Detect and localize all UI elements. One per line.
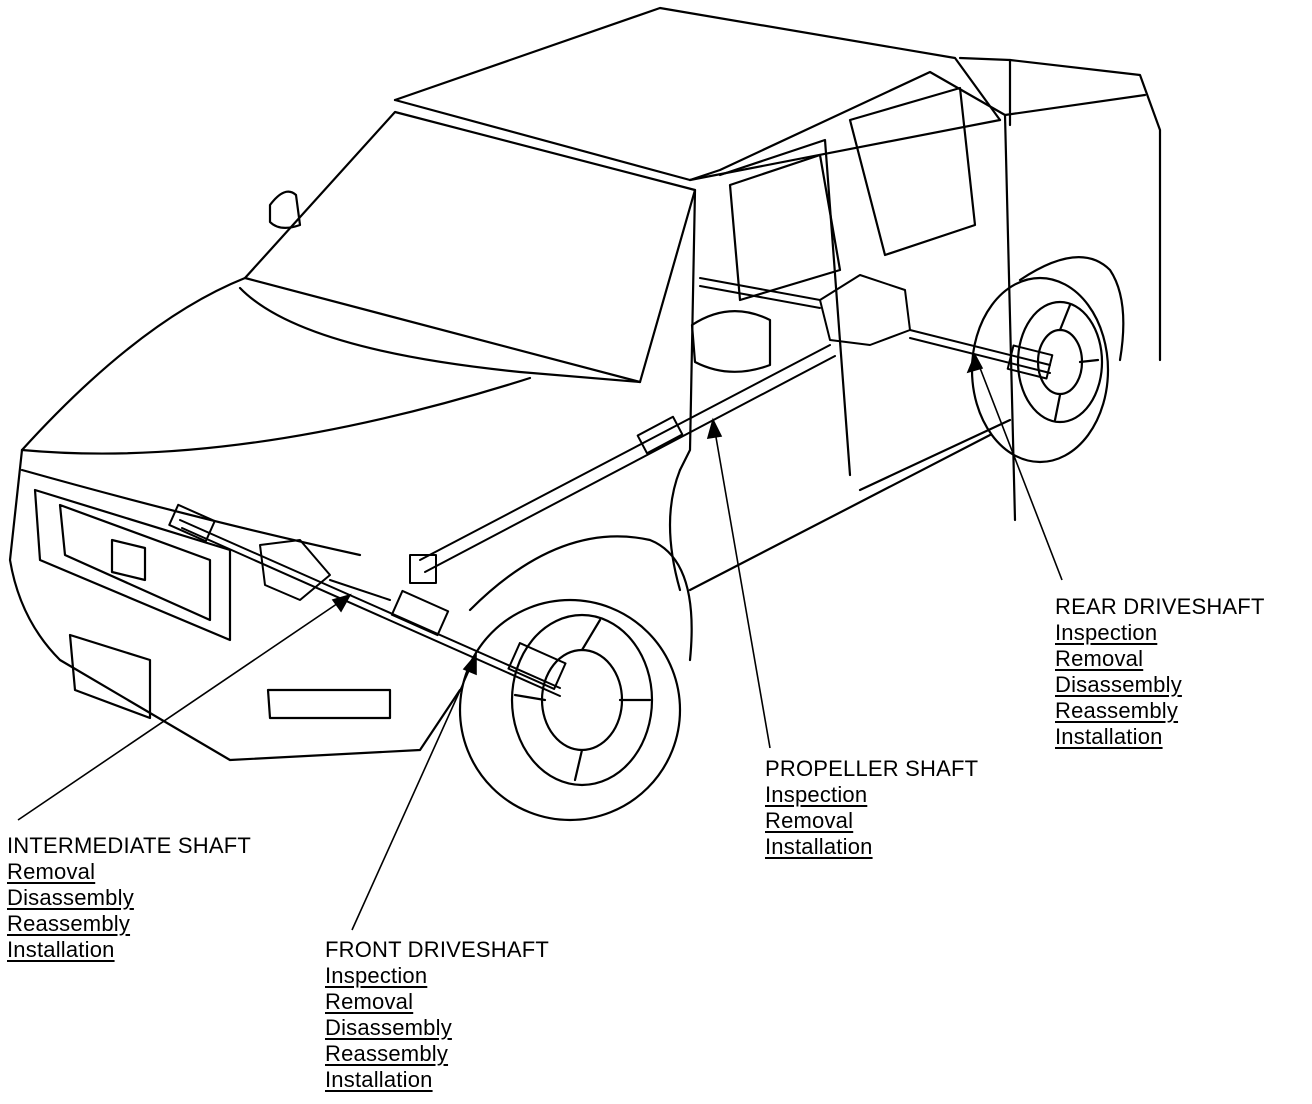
leader-front	[351, 654, 477, 931]
intermediate-shaft-installation-link[interactable]: Installation	[7, 937, 115, 962]
leader-lines	[17, 353, 1063, 931]
rear-driveshaft-removal-link[interactable]: Removal	[1055, 646, 1144, 671]
leader-propeller-arrowhead	[706, 417, 723, 439]
front-driveshaft-installation-link[interactable]: Installation	[325, 1067, 433, 1092]
front-driveshaft-inspection-link[interactable]: Inspection	[325, 963, 428, 988]
truck-body	[8, 6, 1162, 762]
propeller-shaft-removal-link[interactable]: Removal	[765, 808, 854, 833]
leader-front-arrowhead	[462, 652, 477, 676]
intermediate-shaft-removal-link[interactable]: Removal	[7, 859, 96, 884]
intermediate-shaft-reassembly-link[interactable]: Reassembly	[7, 911, 131, 936]
rear-driveshaft-callout: REAR DRIVESHAFT Inspection Removal Disas…	[1055, 594, 1265, 750]
intermediate-shaft-title: INTERMEDIATE SHAFT	[7, 833, 251, 858]
leader-intermediate	[17, 594, 351, 821]
leader-propeller	[712, 419, 771, 749]
leader-intermediate-arrowhead	[331, 593, 352, 613]
leader-rear	[974, 354, 1063, 581]
propeller-shaft-inspection-link[interactable]: Inspection	[765, 782, 868, 807]
front-driveshaft-disassembly-link[interactable]: Disassembly	[325, 1015, 452, 1040]
propeller-shaft-installation-link[interactable]: Installation	[765, 834, 873, 859]
rear-driveshaft-disassembly-link[interactable]: Disassembly	[1055, 672, 1182, 697]
propeller-shaft-callout: PROPELLER SHAFT Inspection Removal Insta…	[765, 756, 978, 860]
intermediate-shaft-callout: INTERMEDIATE SHAFT Removal Disassembly R…	[7, 833, 251, 963]
rear-driveshaft-inspection-link[interactable]: Inspection	[1055, 620, 1158, 645]
front-driveshaft-title: FRONT DRIVESHAFT	[325, 937, 550, 962]
driveline-components	[168, 274, 1054, 697]
rear-driveshaft-title: REAR DRIVESHAFT	[1055, 594, 1265, 619]
front-driveshaft-callout: FRONT DRIVESHAFT Inspection Removal Disa…	[325, 937, 549, 1093]
rear-driveshaft-reassembly-link[interactable]: Reassembly	[1055, 698, 1179, 723]
front-driveshaft-removal-link[interactable]: Removal	[325, 989, 414, 1014]
intermediate-shaft-disassembly-link[interactable]: Disassembly	[7, 885, 134, 910]
rear-driveshaft-installation-link[interactable]: Installation	[1055, 724, 1163, 749]
front-driveshaft-reassembly-link[interactable]: Reassembly	[325, 1041, 449, 1066]
leader-rear-arrowhead	[966, 353, 984, 374]
propeller-shaft-title: PROPELLER SHAFT	[765, 756, 979, 781]
front-wheel	[458, 598, 682, 822]
